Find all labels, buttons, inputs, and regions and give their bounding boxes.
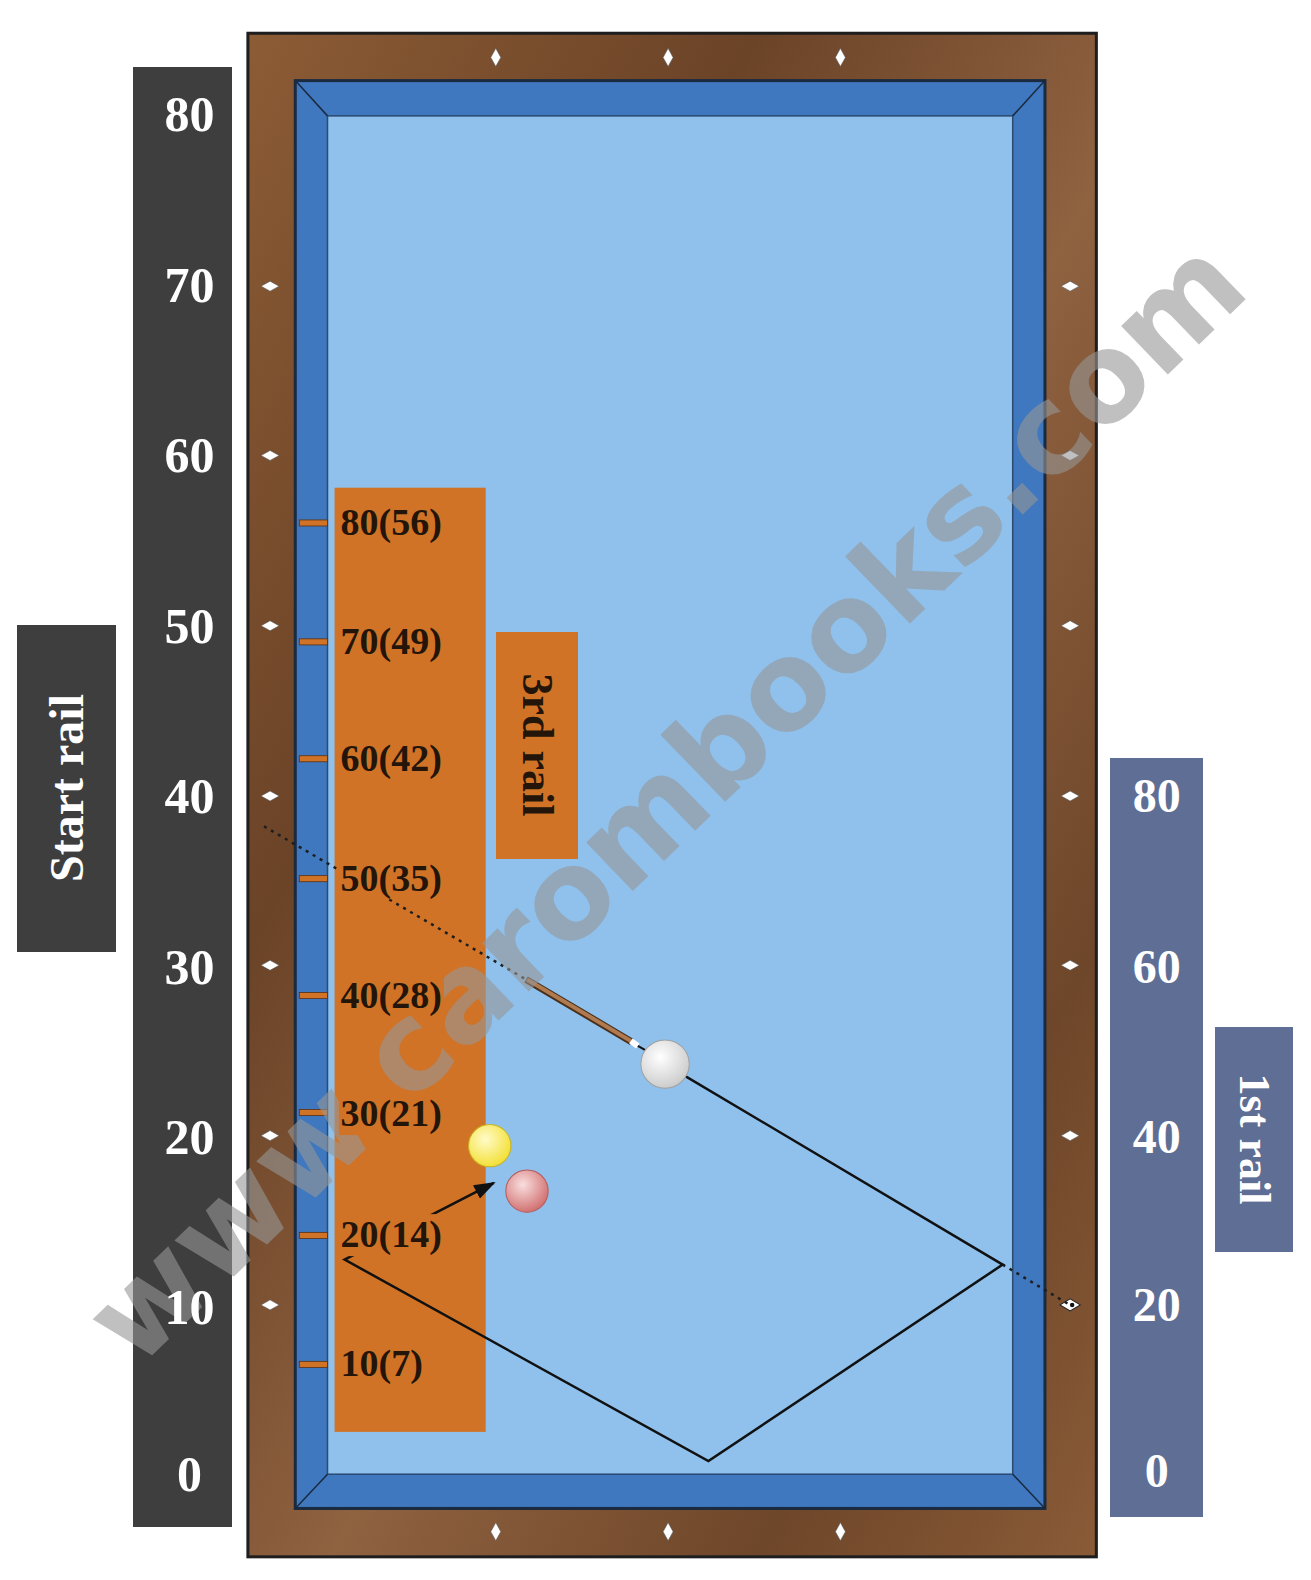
rail-diamond bbox=[491, 1523, 501, 1541]
rail-diamond bbox=[261, 450, 279, 460]
first-rail-scale: 80 60 40 20 0 bbox=[1110, 758, 1203, 1517]
third-rail-value: 60(42) bbox=[339, 738, 444, 780]
third-rail-value: 20(14) bbox=[339, 1215, 444, 1257]
aim-point bbox=[1070, 1303, 1074, 1307]
rail-diamond bbox=[835, 1523, 845, 1541]
diamond-number: 60 bbox=[1133, 941, 1181, 994]
third-rail-value: 80(56) bbox=[339, 502, 444, 544]
third-rail-value: 70(49) bbox=[339, 621, 444, 663]
rail-diamond bbox=[1061, 281, 1079, 291]
cushion-corner bbox=[1013, 1474, 1045, 1508]
rail-title-box: Start rail bbox=[17, 625, 116, 952]
third-rail-value: 10(7) bbox=[339, 1343, 425, 1385]
diamond-number: 30 bbox=[164, 940, 214, 995]
rail-diamond bbox=[663, 1523, 673, 1541]
diamond-number: 80 bbox=[1133, 770, 1181, 823]
rail-name: 3rd rail bbox=[513, 674, 561, 817]
rail-diamond bbox=[261, 281, 279, 291]
diamond-number: 0 bbox=[177, 1447, 202, 1502]
cue-tip-line bbox=[638, 1046, 645, 1050]
rail-diamond bbox=[1061, 1131, 1079, 1141]
rail-diamond bbox=[261, 1300, 279, 1310]
red-ball bbox=[506, 1170, 548, 1212]
cushion-corner bbox=[295, 1474, 327, 1508]
diamond-number: 40 bbox=[164, 769, 214, 824]
third-rail-value: 50(35) bbox=[339, 858, 444, 900]
cushion-corner bbox=[295, 81, 327, 116]
diamond-number: 60 bbox=[164, 428, 214, 483]
white-cue-ball bbox=[641, 1040, 689, 1088]
rail-diamond bbox=[261, 960, 279, 970]
diamond-number: 50 bbox=[164, 598, 214, 653]
third-rail-tick bbox=[299, 756, 327, 762]
diamond-number: 20 bbox=[1133, 1279, 1181, 1332]
third-rail-tick bbox=[299, 1361, 327, 1367]
rail-name: 1st rail bbox=[1230, 1074, 1278, 1205]
third-rail-value: 40(28) bbox=[339, 975, 444, 1017]
yellow-ball bbox=[469, 1125, 511, 1167]
third-rail-tick bbox=[299, 993, 327, 999]
cushion-corner bbox=[1013, 81, 1045, 116]
diamond-number: 40 bbox=[1133, 1110, 1181, 1163]
cue-tip bbox=[631, 1041, 638, 1046]
diamond-number: 0 bbox=[1145, 1445, 1169, 1498]
rail-diamond bbox=[1061, 791, 1079, 801]
third-rail-tick bbox=[299, 639, 327, 645]
rail-name: Start rail bbox=[40, 695, 93, 883]
diamond-number: 10 bbox=[164, 1279, 214, 1334]
rail-diamond bbox=[835, 48, 845, 66]
third-rail-value: 30(21) bbox=[339, 1094, 444, 1136]
aim-diamond bbox=[1060, 1299, 1080, 1311]
rail-title-box: 1st rail bbox=[1215, 1027, 1293, 1252]
rail-diamond bbox=[663, 48, 673, 66]
diamond-number: 70 bbox=[164, 258, 214, 313]
rail-diamond bbox=[491, 48, 501, 66]
rail-diamond bbox=[1061, 960, 1079, 970]
third-rail-tick bbox=[299, 876, 327, 882]
rail-diamond bbox=[261, 621, 279, 631]
diamond-number: 80 bbox=[164, 86, 214, 141]
rail-diamond bbox=[261, 791, 279, 801]
diamond-number: 20 bbox=[164, 1109, 214, 1164]
rail-diamond bbox=[1061, 621, 1079, 631]
watermark: www.carombooks.com bbox=[60, 214, 1270, 1389]
third-rail-tick bbox=[299, 520, 327, 526]
aim-line bbox=[1003, 1265, 1068, 1304]
